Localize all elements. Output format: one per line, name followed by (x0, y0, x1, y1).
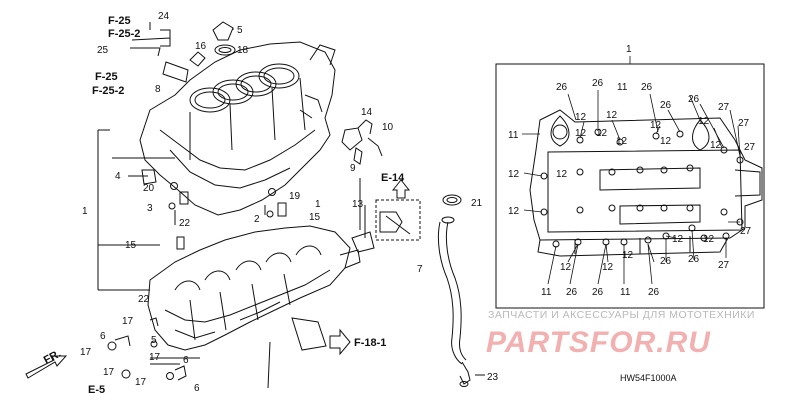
r-callout-12-j: 12 (660, 136, 672, 147)
fasteners-drawing (107, 21, 411, 381)
r-callout-26-i: 26 (660, 256, 672, 267)
watermark-caption: ЗАПЧАСТИ И АКСЕССУАРЫ ДЛЯ МОТОТЕХНИКИ (488, 309, 755, 321)
callout-5-bottom: 5 (151, 335, 157, 346)
ref-f25-2-a: F-25-2 (108, 28, 140, 40)
callout-17-e: 17 (135, 377, 147, 388)
r-callout-26-c: 26 (641, 82, 653, 93)
callout-1-assembly: 1 (626, 44, 632, 55)
r-callout-12-l: 12 (508, 206, 520, 217)
r-callout-27-c: 27 (744, 142, 756, 153)
callout-25: 25 (97, 45, 109, 56)
assembly-box (495, 63, 765, 309)
callout-2: 2 (254, 214, 260, 225)
callout-19: 19 (289, 191, 301, 202)
callout-9: 9 (350, 163, 356, 174)
callout-16: 16 (195, 41, 207, 52)
r-callout-27-a: 27 (718, 102, 730, 113)
r-callout-12-i: 12 (616, 136, 628, 147)
callout-3: 3 (147, 203, 153, 214)
r-callout-26-j: 26 (688, 254, 700, 265)
assembly-leaders (522, 56, 741, 285)
r-callout-12-c: 12 (575, 128, 587, 139)
fr-label: FR. (42, 348, 63, 367)
ref-e5: E-5 (88, 384, 105, 396)
callout-10: 10 (382, 122, 394, 133)
center-part-labels: 21 7 23 (417, 198, 499, 383)
left-part-labels: F-25 F-25-2 24 5 16 18 25 F-25 F-25-2 8 … (42, 11, 405, 396)
f18-arrow-icon (329, 328, 351, 356)
r-callout-12-k: 12 (710, 140, 722, 151)
cover-plate-drawing (291, 317, 327, 351)
callout-17-a: 17 (122, 316, 134, 327)
r-callout-26-d: 26 (660, 100, 672, 111)
callout-15-right: 15 (309, 212, 321, 223)
r-callout-12-f: 12 (698, 116, 710, 127)
ref-f25-a: F-25 (108, 15, 131, 27)
r-callout-12-h: 12 (556, 169, 568, 180)
callout-1-mid: 1 (315, 199, 321, 210)
callout-23: 23 (487, 372, 499, 383)
r-callout-26-g: 26 (592, 287, 604, 298)
callout-24: 24 (158, 11, 170, 22)
right-part-labels: 1 26 26 11 26 12 12 26 26 27 11 12 12 12… (508, 44, 756, 298)
r-callout-12-d: 12 (596, 128, 608, 139)
r-callout-12-a: 12 (575, 112, 587, 123)
callout-15-left: 15 (125, 240, 137, 251)
watermark-logo: PARTSFOR.RU (486, 326, 711, 359)
upper-crankcase-drawing (139, 41, 363, 216)
front-arrow-icon (25, 355, 68, 379)
r-callout-27-b: 27 (738, 118, 750, 129)
ref-f25-b: F-25 (95, 71, 118, 83)
callout-13: 13 (352, 199, 364, 210)
r-callout-26-f: 26 (566, 287, 578, 298)
lower-crankcase-drawing (147, 225, 361, 351)
callout-22-bottom: 22 (138, 294, 150, 305)
r-callout-12-m: 12 (560, 262, 572, 273)
r-callout-11-top: 11 (617, 82, 628, 93)
r-callout-26-h: 26 (648, 287, 660, 298)
callout-17-c: 17 (149, 352, 161, 363)
r-callout-11-bm: 11 (620, 287, 631, 298)
leader-lines (97, 22, 485, 389)
r-callout-12-b: 12 (606, 110, 618, 121)
r-callout-11-bl: 11 (541, 287, 552, 298)
callout-6-b: 6 (183, 355, 189, 366)
r-callout-11-left: 11 (508, 130, 519, 141)
r-callout-27-e: 27 (718, 260, 730, 271)
r-callout-12-e: 12 (650, 120, 662, 131)
ref-f25-2-b: F-25-2 (92, 85, 124, 97)
callout-18: 18 (237, 45, 249, 56)
callout-1-left: 1 (82, 206, 88, 217)
callout-7: 7 (417, 264, 423, 275)
callout-20: 20 (143, 183, 155, 194)
callout-17-d: 17 (103, 367, 115, 378)
callout-8: 8 (155, 84, 161, 95)
r-callout-12-n: 12 (602, 262, 614, 273)
lower-case-bottom-view (529, 109, 763, 257)
callout-6-c: 6 (194, 383, 200, 394)
r-callout-26-b: 26 (592, 78, 604, 89)
callout-6-a: 6 (100, 331, 106, 342)
ref-f18-1: F-18-1 (354, 337, 386, 349)
e14-detail-box (375, 199, 421, 241)
callout-22-top: 22 (179, 218, 191, 229)
r-callout-26-e: 26 (688, 94, 700, 105)
r-callout-12-o: 12 (672, 234, 684, 245)
callout-5-top: 5 (237, 25, 243, 36)
r-callout-12-g: 12 (508, 169, 520, 180)
diagram-code: HW54F1000A (620, 373, 677, 383)
e14-arrow-icon (391, 179, 411, 199)
callout-4: 4 (115, 171, 121, 182)
r-callout-27-d: 27 (740, 226, 752, 237)
ref-e14: E-14 (381, 172, 405, 184)
callout-14: 14 (361, 107, 373, 118)
r-callout-26-a: 26 (556, 82, 568, 93)
r-callout-12-p: 12 (703, 234, 715, 245)
callout-17-b: 17 (80, 347, 92, 358)
callout-21: 21 (471, 198, 483, 209)
r-callout-12-q: 12 (622, 250, 634, 261)
oil-pipe-drawing (437, 194, 471, 387)
